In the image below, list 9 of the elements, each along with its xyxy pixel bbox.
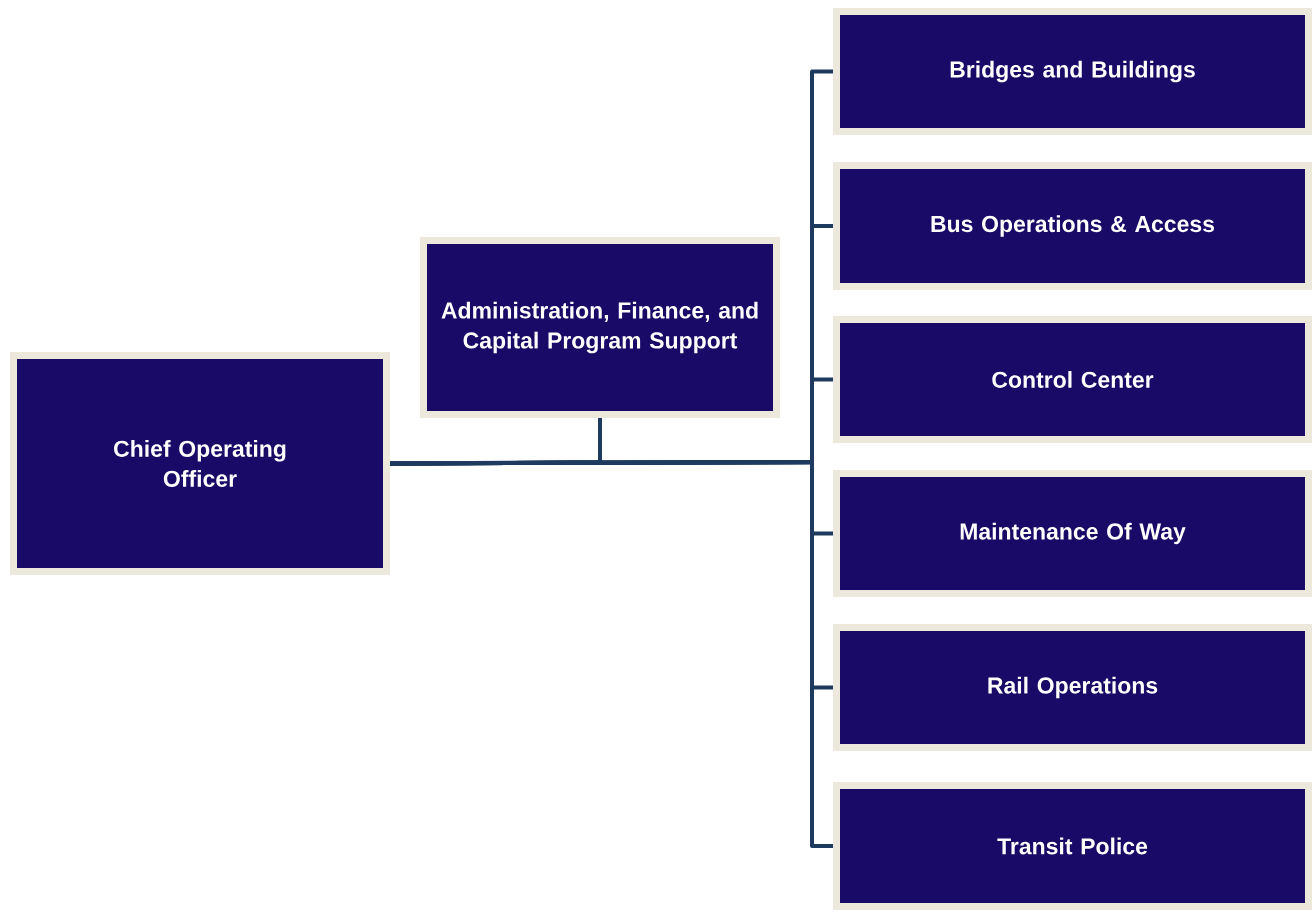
org-box: Rail Operations [833,624,1312,751]
org-box: Administration, Finance, and Capital Program Support [420,237,780,418]
org-box: Chief Operating Officer [10,352,390,575]
org-box: Transit Police [833,782,1312,910]
org-box: Maintenance Of Way [833,470,1312,597]
org-box: Bridges and Buildings [833,8,1312,135]
org-box: Bus Operations & Access [833,162,1312,290]
connector-line [390,460,833,848]
org-box: Control Center [833,316,1312,443]
